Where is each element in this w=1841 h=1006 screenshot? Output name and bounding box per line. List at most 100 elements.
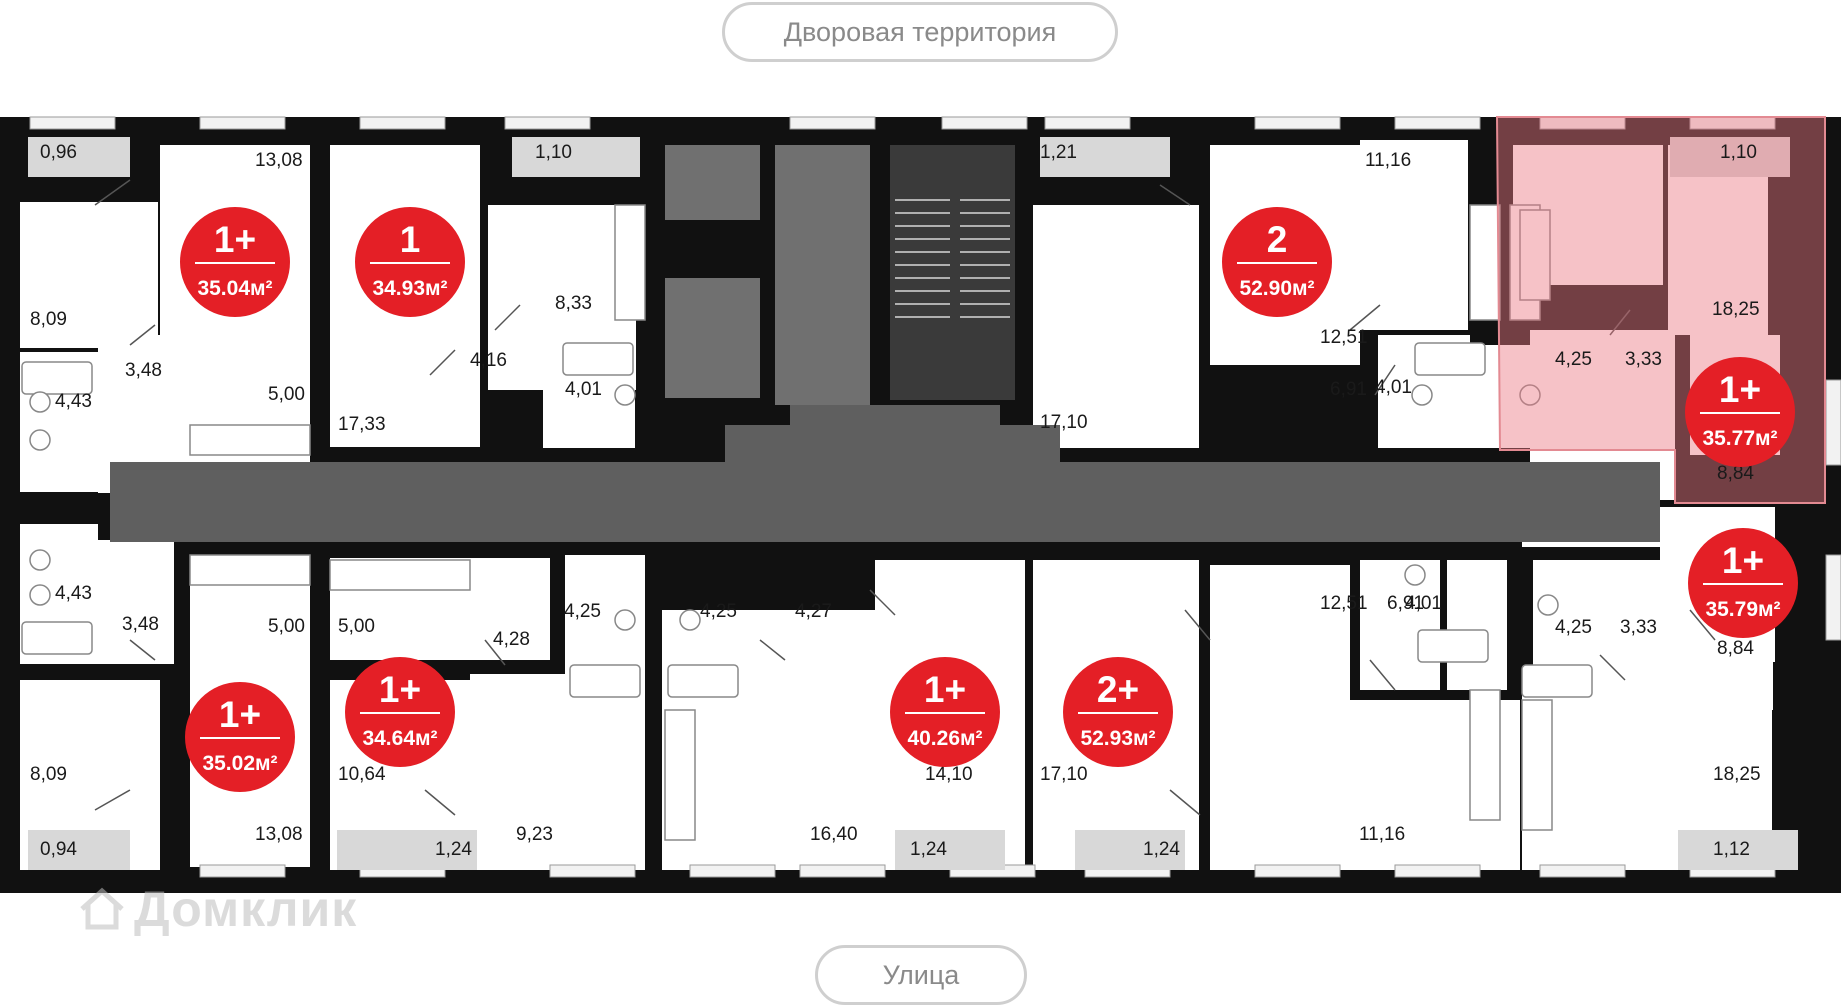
apartment-badge: 1+ 35.02м² xyxy=(185,682,295,792)
lift-1 xyxy=(665,145,760,220)
door-swing xyxy=(1349,304,1381,331)
sink xyxy=(29,391,51,413)
room-area-label: 4,25 xyxy=(1555,617,1592,638)
bathtub xyxy=(667,664,739,698)
room-area-label: 8,09 xyxy=(30,309,67,330)
street-label: Улица xyxy=(815,945,1027,1005)
balcony xyxy=(895,830,1005,870)
apartment-area: 35.79м² xyxy=(1705,598,1780,621)
door-swing xyxy=(869,589,896,616)
room-area-label: 17,33 xyxy=(338,414,386,435)
apartment-type: 1+ xyxy=(214,219,256,260)
apartment-area: 52.90м² xyxy=(1239,277,1314,300)
apartment-badge: 1+35.77м² xyxy=(1685,357,1795,467)
room-area-label: 5,00 xyxy=(268,384,305,405)
sink xyxy=(614,609,636,631)
corridor xyxy=(110,462,1660,542)
window xyxy=(941,116,1028,130)
bathtub xyxy=(1417,629,1489,663)
balcony xyxy=(1075,830,1185,870)
room xyxy=(470,674,645,870)
room-area-label: 8,09 xyxy=(30,764,67,785)
window xyxy=(1394,864,1481,878)
balcony xyxy=(1670,137,1790,177)
door-swing xyxy=(484,639,506,666)
apartment-badge: 134.93м² xyxy=(355,207,465,317)
room-area-label: 11,16 xyxy=(1365,150,1411,171)
door-swing xyxy=(494,304,521,331)
room-area-label: 3,33 xyxy=(1620,617,1657,638)
door-swing xyxy=(1599,654,1626,681)
room-area-label: 13,08 xyxy=(255,150,303,171)
counter xyxy=(1519,209,1551,301)
room-area-label: 11,16 xyxy=(1359,824,1405,845)
sink xyxy=(1537,594,1559,616)
room xyxy=(1360,140,1468,330)
apartment-badge: 1+35.79м² xyxy=(1688,528,1798,638)
room-area-label: 9,23 xyxy=(516,824,553,845)
balconies xyxy=(28,137,1798,870)
watermark: Домклик xyxy=(78,880,357,938)
door-swing xyxy=(1374,364,1396,396)
apartment-area: 35.77м² xyxy=(1702,427,1777,450)
counter xyxy=(664,709,696,841)
room-area-label: 4,16 xyxy=(470,350,507,371)
apartment-type: 1+ xyxy=(219,694,261,735)
courtyard-label: Дворовая территория xyxy=(722,2,1118,62)
counter xyxy=(329,559,471,591)
apartment-badge: 1+ 40.26м² xyxy=(890,657,1000,767)
door-swing xyxy=(1169,789,1201,816)
balcony xyxy=(337,830,477,870)
bathtub xyxy=(569,664,641,698)
balcony xyxy=(28,137,130,177)
room-area-label: 0,94 xyxy=(40,839,77,860)
room-area-label: 1,12 xyxy=(1713,839,1750,860)
apartment-type: 1 xyxy=(400,219,421,260)
apartment-area: 35.02м² xyxy=(202,752,277,775)
room-area-label: 4,01 xyxy=(1405,593,1442,614)
apartment-badge: 1+35.04м² xyxy=(180,207,290,317)
apartment-area: 40.26м² xyxy=(907,727,982,750)
room-area-label: 8,84 xyxy=(1717,463,1754,484)
room-area-label: 8,84 xyxy=(1717,638,1754,659)
apartment-badge: 2+52.93м² xyxy=(1063,657,1173,767)
house-icon xyxy=(80,887,124,930)
door-swing xyxy=(94,789,131,811)
bathtub xyxy=(21,621,93,655)
apartment-type: 1+ xyxy=(924,669,966,710)
room-area-label: 18,25 xyxy=(1712,299,1760,320)
room xyxy=(1360,560,1440,690)
room-area-label: 6,91 xyxy=(1387,593,1424,614)
room-area-label: 4,25 xyxy=(700,601,737,622)
window xyxy=(1394,116,1481,130)
room-area-label: 4,28 xyxy=(493,629,530,650)
room-area-label: 4,25 xyxy=(564,601,601,622)
room-area-label: 10,64 xyxy=(338,764,386,785)
lift-2 xyxy=(665,278,760,398)
sink xyxy=(614,384,636,406)
room-area-label: 4,43 xyxy=(55,391,92,412)
room-area-label: 6,91 xyxy=(1330,379,1367,400)
room-area-label: 12,51 xyxy=(1320,327,1368,348)
room-area-label: 3,48 xyxy=(122,614,159,635)
apartment-type: 1+ xyxy=(379,669,421,710)
window xyxy=(689,864,776,878)
window xyxy=(359,116,446,130)
window xyxy=(1539,864,1626,878)
room xyxy=(662,610,887,870)
apartment-area: 34.64м² xyxy=(362,727,437,750)
lift-shaft xyxy=(775,145,870,405)
balcony xyxy=(28,830,130,870)
window xyxy=(199,116,286,130)
sink xyxy=(29,429,51,451)
room-area-label: 1,24 xyxy=(435,839,472,860)
room-area-label: 1,24 xyxy=(1143,839,1180,860)
window xyxy=(549,864,636,878)
balcony xyxy=(1040,137,1170,177)
room xyxy=(1447,560,1507,690)
apartment-type: 2 xyxy=(1267,219,1288,260)
apartment-badge: 2 52.90м² xyxy=(1222,207,1332,317)
window xyxy=(799,864,886,878)
room xyxy=(1210,565,1350,870)
